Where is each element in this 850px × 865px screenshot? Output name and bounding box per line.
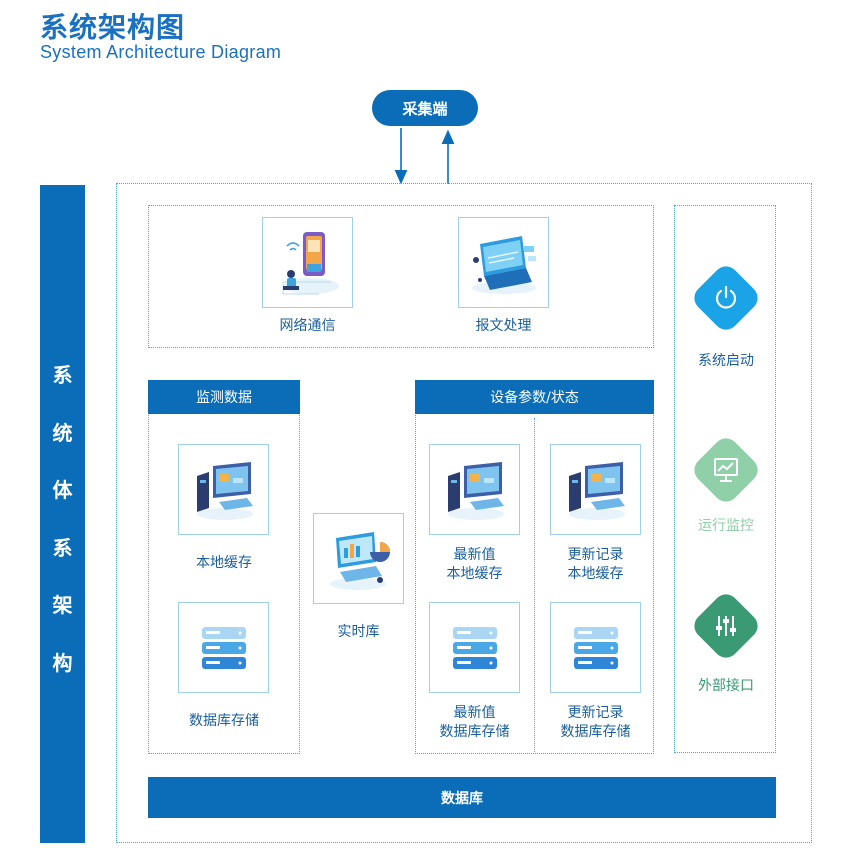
monitoring-db-label: 数据库存储	[189, 713, 259, 729]
latest-cache-label: 最新值 本地缓存	[415, 546, 534, 584]
monitoring-cache-tile	[178, 444, 269, 535]
server-stack-icon	[573, 626, 618, 669]
server-stack-icon	[201, 626, 246, 669]
update-cache-line2: 本地缓存	[567, 566, 624, 582]
server-stack-icon	[452, 626, 497, 669]
message-laptop-icon	[471, 235, 536, 294]
collector-arrows	[394, 128, 455, 185]
latest-cache-line2: 本地缓存	[446, 566, 503, 582]
architecture-side-bar: 系 统 体 系 架 构	[40, 185, 85, 843]
side-bar-char: 构	[52, 650, 73, 675]
system-control-group	[674, 205, 776, 753]
desktop-computer-icon	[568, 461, 625, 520]
update-cache-label: 更新记录 本地缓存	[536, 546, 655, 584]
external-interface-label: 外部接口	[698, 678, 754, 694]
system-boundary	[116, 183, 812, 843]
desktop-computer-icon	[447, 461, 504, 520]
monitoring-header: 监测数据	[148, 380, 300, 414]
update-cache-line1: 更新记录	[567, 547, 624, 563]
message-processing-tile	[458, 217, 549, 308]
update-db-tile	[550, 602, 641, 693]
latest-db-tile	[429, 602, 520, 693]
side-bar-char: 系	[52, 535, 73, 560]
power-icon	[715, 285, 737, 309]
network-communication-tile	[262, 217, 353, 308]
page-title: 系统架构图	[40, 11, 186, 44]
page-subtitle: System Architecture Diagram	[40, 42, 282, 62]
realtime-dashboard-icon	[329, 531, 390, 590]
runtime-monitor-label: 运行监控	[698, 518, 754, 534]
sliders-icon	[716, 616, 736, 636]
realtime-db-tile	[313, 513, 404, 604]
side-bar-char: 统	[52, 420, 73, 445]
update-db-label: 更新记录 数据库存储	[536, 704, 655, 742]
message-processing-label: 报文处理	[475, 318, 532, 334]
database-bar: 数据库	[148, 777, 776, 818]
monitor-chart-icon	[714, 458, 738, 482]
network-phone-icon	[282, 231, 339, 294]
runtime-monitor-node	[689, 433, 763, 507]
device-header: 设备参数/状态	[415, 380, 654, 414]
system-start-node	[689, 261, 763, 335]
update-cache-tile	[550, 444, 641, 535]
desktop-computer-icon	[196, 461, 253, 520]
side-bar-char: 系	[52, 363, 73, 387]
latest-cache-tile	[429, 444, 520, 535]
latest-cache-line1: 最新值	[453, 547, 496, 563]
monitoring-db-tile	[178, 602, 269, 693]
system-start-label: 系统启动	[698, 353, 754, 369]
realtime-db-label: 实时库	[337, 624, 380, 640]
network-communication-label: 网络通信	[279, 318, 336, 334]
latest-db-line1: 最新值	[453, 705, 496, 721]
database-label: 数据库	[441, 790, 483, 807]
side-bar-char: 体	[52, 478, 73, 502]
collector-node: 采集端	[372, 90, 478, 126]
side-bar-char: 架	[52, 593, 73, 617]
external-interface-node	[689, 589, 763, 663]
device-group-divider	[534, 418, 535, 752]
update-db-line2: 数据库存储	[560, 724, 631, 740]
monitoring-cache-label: 本地缓存	[196, 555, 252, 571]
monitoring-header-label: 监测数据	[196, 390, 252, 406]
collector-label: 采集端	[402, 99, 448, 118]
latest-db-line2: 数据库存储	[439, 724, 510, 740]
communication-group	[148, 205, 654, 348]
device-header-label: 设备参数/状态	[490, 390, 579, 406]
update-db-line1: 更新记录	[567, 705, 624, 721]
latest-db-label: 最新值 数据库存储	[415, 704, 534, 742]
